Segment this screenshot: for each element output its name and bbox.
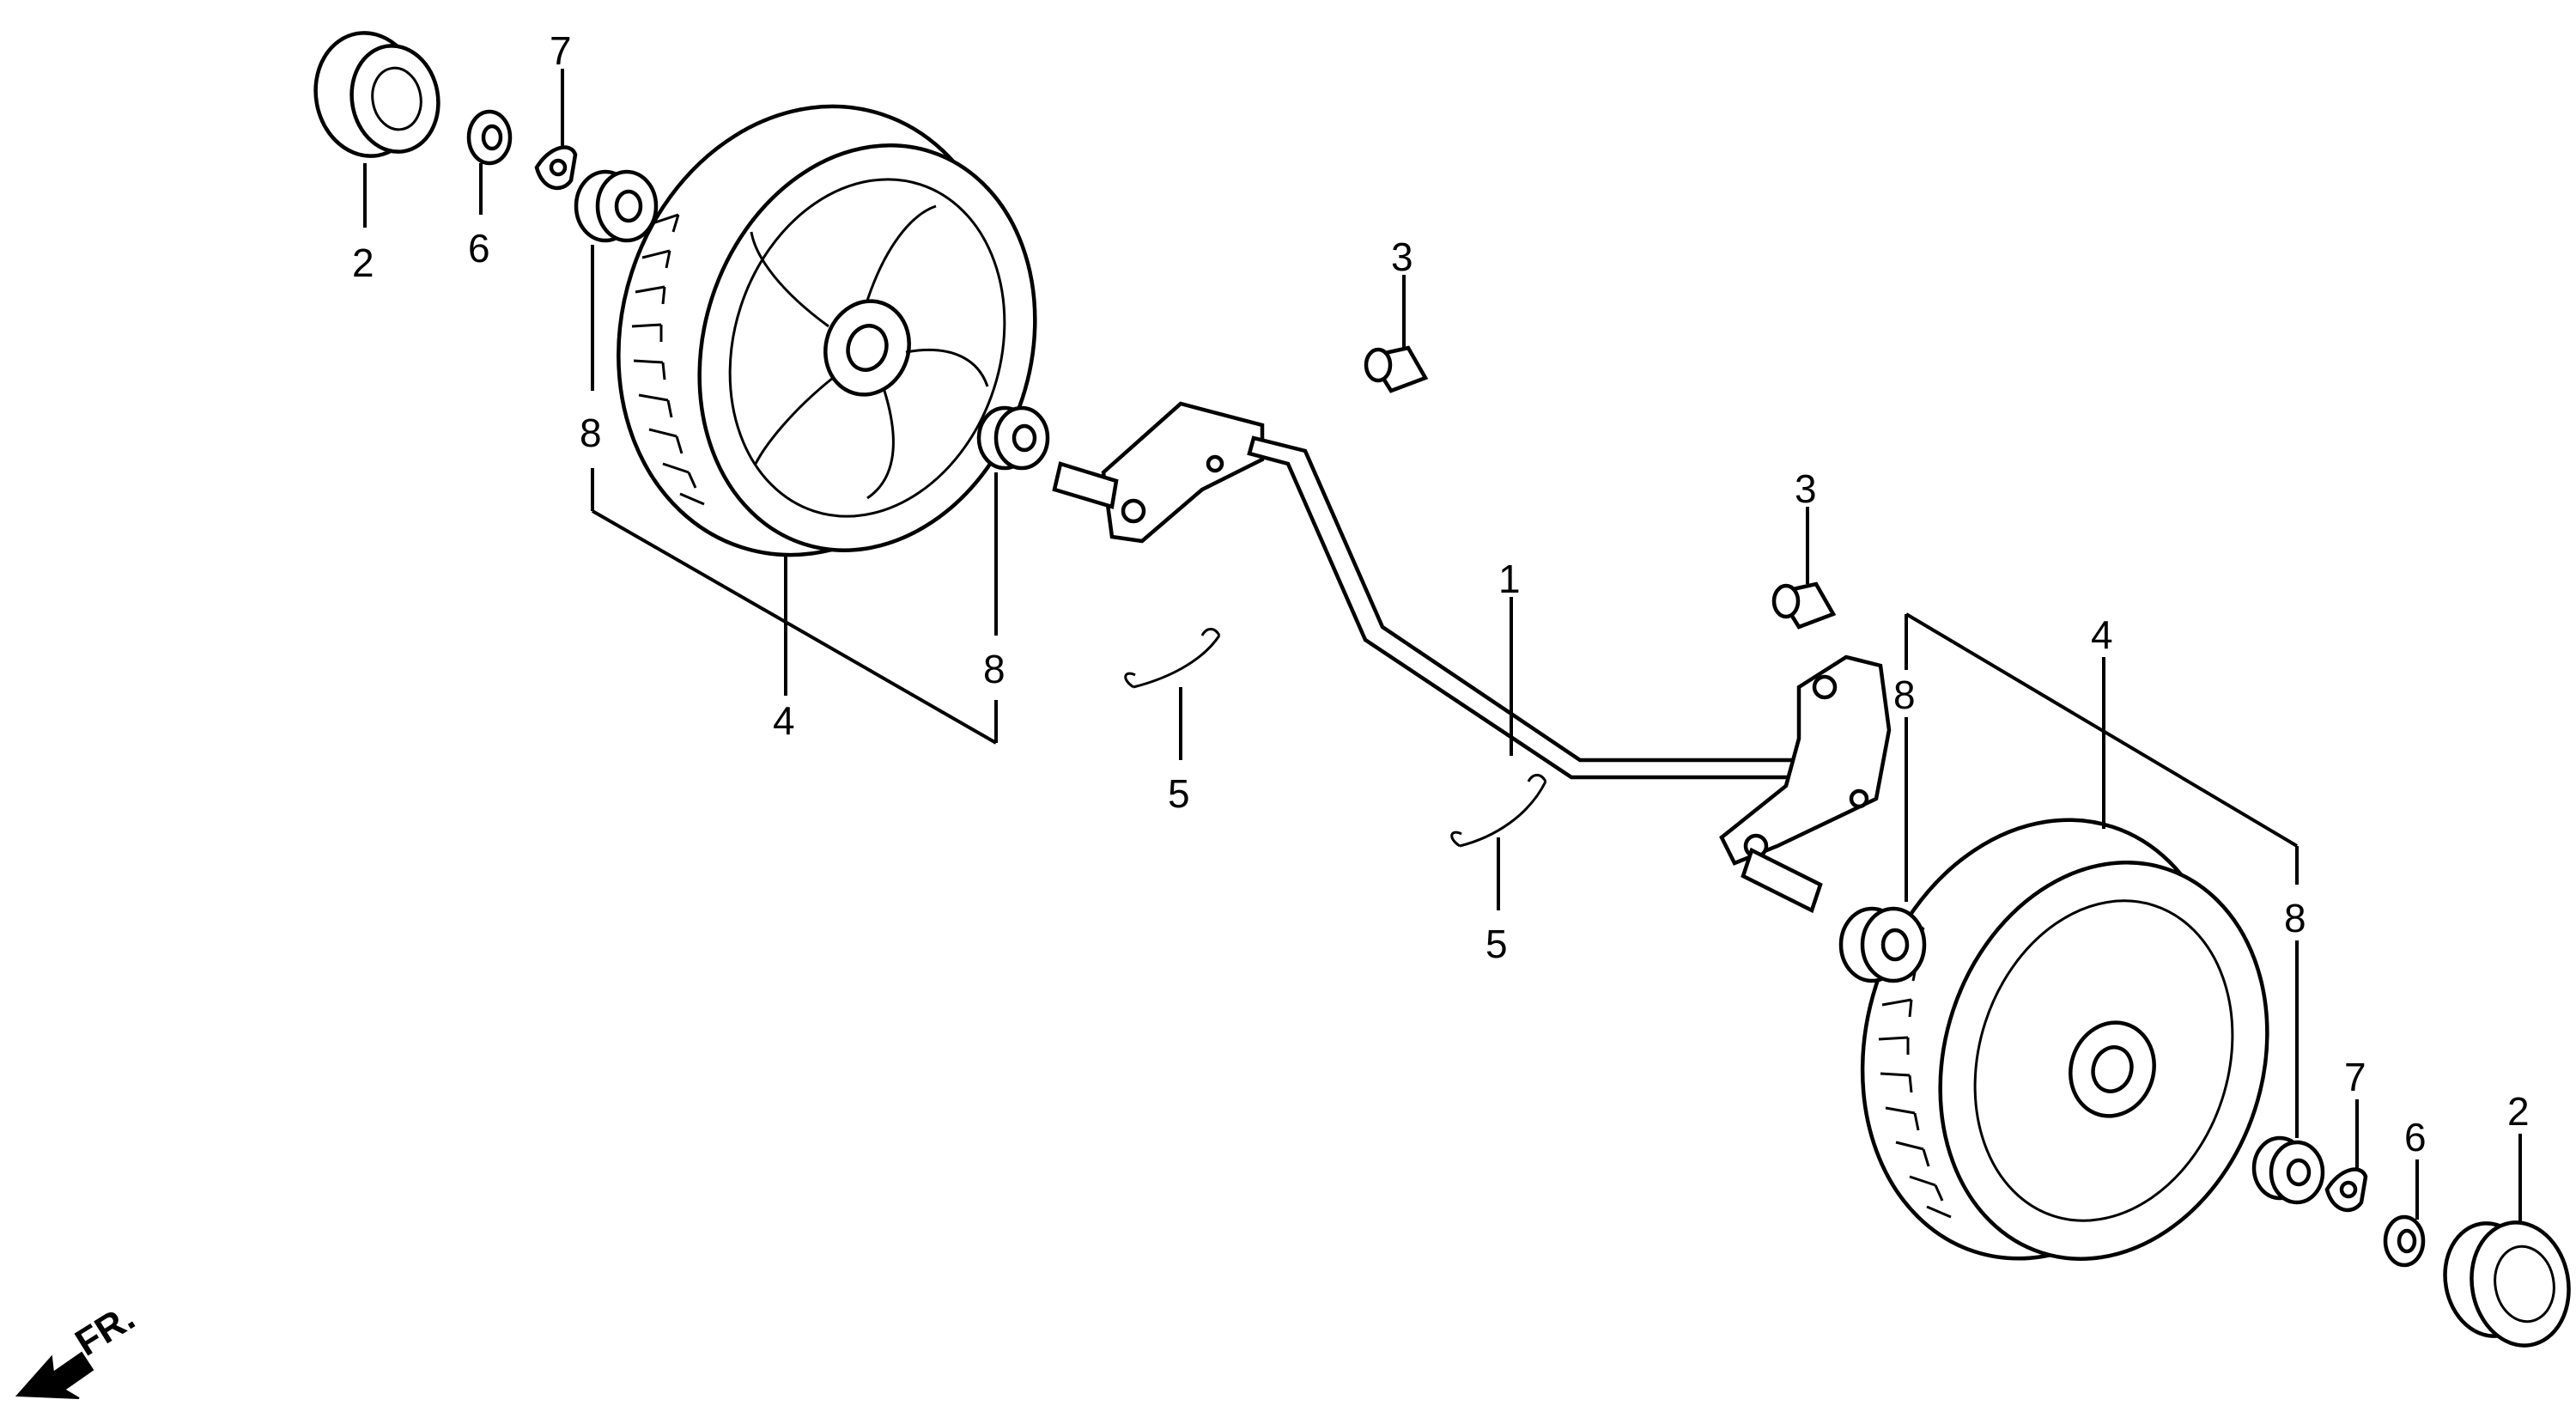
label-8-right-outer: 8 <box>2284 896 2306 940</box>
label-3-upper: 3 <box>1391 234 1413 279</box>
upper-collar <box>1364 345 1429 393</box>
label-2-right: 2 <box>2507 1089 2530 1134</box>
label-8-right-inner: 8 <box>1893 672 1916 717</box>
label-5-left: 5 <box>1168 771 1190 816</box>
left-bushing-outer <box>574 169 659 243</box>
label-6-right: 6 <box>2404 1115 2427 1159</box>
label-3-lower: 3 <box>1795 466 1817 511</box>
right-clip <box>2324 1167 2368 1213</box>
front-direction-indicator: FR. <box>15 1296 142 1399</box>
right-hub-cap <box>2443 1220 2571 1348</box>
label-1: 1 <box>1498 557 1521 601</box>
label-6-left: 6 <box>468 226 490 271</box>
lower-collar <box>1771 581 1837 630</box>
label-4-right: 4 <box>2091 612 2113 657</box>
label-5-right: 5 <box>1485 922 1508 966</box>
label-2-left: 2 <box>352 240 374 285</box>
left-spring <box>1124 628 1221 689</box>
label-4-left: 4 <box>773 698 795 743</box>
right-washer <box>2383 1214 2426 1268</box>
leader-lines <box>363 69 2522 1224</box>
left-washer <box>466 109 513 166</box>
left-wheel <box>617 104 1037 557</box>
label-8-left-outer: 8 <box>580 411 602 455</box>
right-bushing-outer <box>2251 1135 2325 1205</box>
right-spring <box>1450 774 1547 848</box>
right-wheel <box>1860 818 2269 1261</box>
left-bushing-inner <box>976 405 1050 471</box>
right-bushing-inner <box>1838 906 1927 983</box>
left-hub-cap <box>313 31 440 158</box>
left-clip <box>534 145 578 191</box>
label-8-left-inner: 8 <box>983 647 1005 691</box>
label-7-right: 7 <box>2344 1055 2366 1099</box>
front-arrow-icon <box>15 1351 94 1399</box>
axle-assembly <box>1052 401 1892 914</box>
label-7-left: 7 <box>550 28 572 73</box>
